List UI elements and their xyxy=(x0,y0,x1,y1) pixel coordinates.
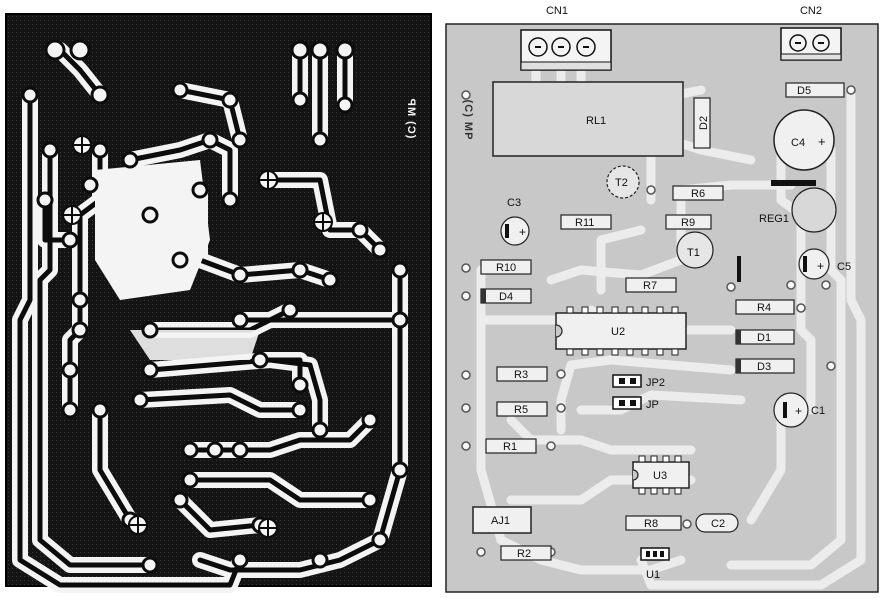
resistor-r1: R1 xyxy=(485,438,537,454)
svg-text:R2: R2 xyxy=(517,548,531,560)
svg-text:R7: R7 xyxy=(643,280,657,292)
svg-text:JP: JP xyxy=(646,399,659,411)
diode-d4: D4 xyxy=(480,288,532,304)
connector-cn1: CN1 xyxy=(520,5,612,71)
svg-text:C2: C2 xyxy=(711,518,725,530)
svg-text:R6: R6 xyxy=(691,188,705,200)
svg-text:D2: D2 xyxy=(698,116,710,130)
capacitor-c2: C2 xyxy=(695,513,739,533)
svg-text:+: + xyxy=(817,259,824,273)
svg-text:R10: R10 xyxy=(496,262,516,274)
resistor-r9: R9 xyxy=(665,214,712,230)
svg-text:R3: R3 xyxy=(514,369,528,381)
svg-text:T2: T2 xyxy=(615,177,628,189)
resistor-r4: R4 xyxy=(735,299,795,315)
transistor-t1: T1 xyxy=(676,231,714,269)
svg-text:D5: D5 xyxy=(797,85,811,97)
jumper-jp: JP xyxy=(612,396,659,411)
svg-text:C4: C4 xyxy=(791,137,805,149)
svg-text:U3: U3 xyxy=(653,470,667,482)
resistor-r3: R3 xyxy=(496,366,548,382)
svg-text:C5: C5 xyxy=(837,261,851,273)
svg-text:REG1: REG1 xyxy=(759,213,789,225)
svg-text:(C) MP: (C) MP xyxy=(462,100,474,141)
resistor-r6: R6 xyxy=(672,185,724,201)
component-copyright-mark: (C) MP xyxy=(462,100,474,141)
svg-text:+: + xyxy=(818,134,826,149)
svg-text:R4: R4 xyxy=(757,302,771,314)
relay-rl1: RL1 xyxy=(492,81,684,157)
diode-d3: D3 xyxy=(735,358,795,374)
capacitor-c4: C4 + xyxy=(773,109,835,171)
svg-text:+: + xyxy=(795,404,802,418)
ic-u2: U2 xyxy=(555,306,687,356)
ic-u1: U1 xyxy=(640,547,670,581)
resistor-r11: R11 xyxy=(560,214,612,230)
resistor-r10: R10 xyxy=(480,259,532,275)
svg-text:U1: U1 xyxy=(646,569,660,581)
copper-layer-view: (C) MP xyxy=(0,0,437,598)
resistor-r2: R2 xyxy=(500,545,552,561)
svg-text:D3: D3 xyxy=(757,361,771,373)
jumper-jp2: JP2 xyxy=(612,374,665,389)
transistor-t2: T2 xyxy=(606,165,640,199)
diode-d5: D5 xyxy=(785,82,845,98)
copper-copyright-mark: (C) MP xyxy=(405,98,417,139)
svg-text:R5: R5 xyxy=(514,404,528,416)
diode-d2: D2 xyxy=(693,97,711,149)
svg-text:(C) MP: (C) MP xyxy=(405,98,417,139)
svg-text:JP2: JP2 xyxy=(646,377,665,389)
svg-text:R1: R1 xyxy=(503,441,517,453)
connector-cn2: CN2 xyxy=(780,5,842,61)
thermal-pads xyxy=(62,135,333,538)
svg-text:T1: T1 xyxy=(687,247,700,259)
svg-text:C1: C1 xyxy=(811,405,825,417)
resistor-r8: R8 xyxy=(625,515,682,531)
svg-text:U2: U2 xyxy=(611,326,625,338)
cn1-label: CN1 xyxy=(546,5,568,17)
svg-text:RL1: RL1 xyxy=(586,115,606,127)
svg-text:D4: D4 xyxy=(499,291,513,303)
component-layer-view: CN1 CN2 RL1 D2 D5 C4 + T2 R6 xyxy=(441,0,881,598)
svg-text:AJ1: AJ1 xyxy=(491,515,510,527)
capacitor-c5: + C5 xyxy=(737,248,851,282)
cn2-label: CN2 xyxy=(800,5,822,17)
regulator-reg1: REG1 xyxy=(759,180,837,233)
ic-u3: U3 xyxy=(632,455,690,495)
diode-d1: D1 xyxy=(735,329,795,345)
svg-text:R11: R11 xyxy=(575,217,594,229)
svg-text:R8: R8 xyxy=(644,518,658,530)
capacitor-c1: + C1 xyxy=(773,392,825,428)
trimmer-aj1: AJ1 xyxy=(472,506,532,534)
svg-text:C3: C3 xyxy=(507,197,521,209)
resistor-r7: R7 xyxy=(625,277,677,293)
capacitor-c3: C3 + xyxy=(500,197,530,246)
svg-text:D1: D1 xyxy=(757,332,771,344)
resistor-r5: R5 xyxy=(496,401,548,417)
svg-text:+: + xyxy=(519,225,526,239)
svg-text:R9: R9 xyxy=(681,217,695,229)
